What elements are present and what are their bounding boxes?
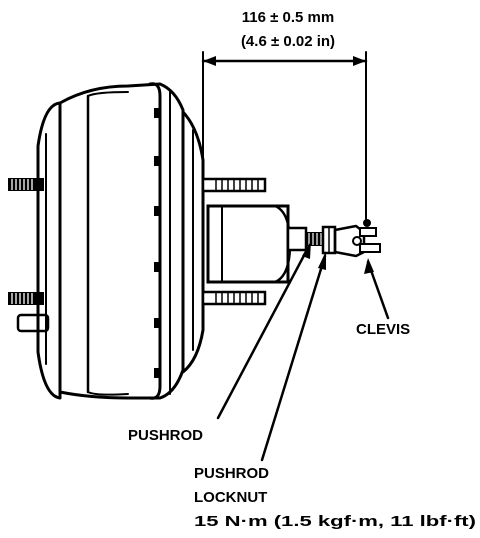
leader-lines xyxy=(216,241,390,462)
booster-body xyxy=(36,82,205,400)
dimension-arrow-left xyxy=(203,56,216,66)
dimension-imperial-label: (4.6 ± 0.02 in) xyxy=(241,33,335,50)
clevis xyxy=(333,219,381,258)
locknut-leader-line xyxy=(260,254,327,462)
dimension-arrow-right xyxy=(353,56,366,66)
locknut-label-line2: LOCKNUT xyxy=(194,489,267,506)
clevis-label: CLEVIS xyxy=(356,321,410,338)
pushrod-label: PUSHROD xyxy=(128,427,203,444)
mounting-studs-left xyxy=(8,178,50,337)
pushrod-assembly xyxy=(286,225,337,255)
torque-spec-label: 15 N·m (1.5 kgf·m, 11 lbf·ft) xyxy=(194,513,476,530)
mounting-studs-right xyxy=(201,177,267,306)
boot-housing xyxy=(206,204,292,284)
pushrod-leader-line xyxy=(216,244,311,420)
locknut-label-line1: PUSHROD xyxy=(194,465,269,482)
dimension-annotation: 116 ± 0.5 mm (4.6 ± 0.02 in) xyxy=(201,9,368,223)
dimension-metric-label: 116 ± 0.5 mm xyxy=(242,9,334,26)
